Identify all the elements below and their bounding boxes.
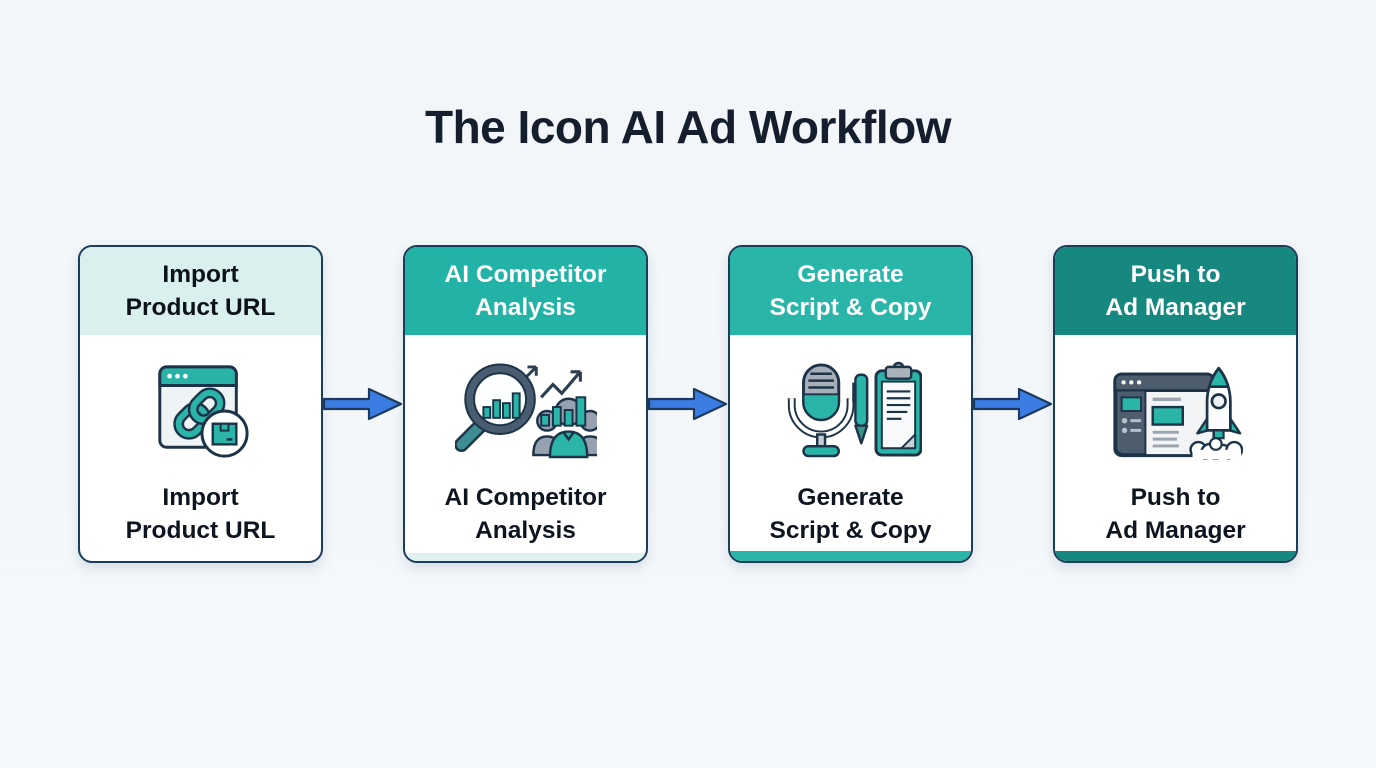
step-label: Push to Ad Manager [1105,484,1246,545]
browser-link-package-icon [157,365,249,458]
workflow-step-import-product-url: Import Product URL [78,245,323,563]
microphone-pen-clipboard-icon [787,361,922,458]
dashboard-rocket-icon [1112,366,1243,460]
flow-arrow-icon [973,384,1053,424]
flow-arrow-icon [648,384,728,424]
step-header: AI Competitor Analysis [405,247,646,335]
step-label: Generate Script & Copy [769,484,932,545]
magnifier-chart-people-icon [454,363,597,459]
workflow-row: Import Product URL [78,245,1298,563]
card-footer-strip [730,551,971,561]
card-footer-strip [405,553,646,561]
step-header: Import Product URL [80,247,321,335]
step-label: Import Product URL [125,484,276,545]
workflow-step-push-to-ad-manager: Push to Ad Manager [1053,245,1298,563]
step-label: AI Competitor Analysis [444,484,607,545]
step-header: Generate Script & Copy [730,247,971,335]
workflow-step-ai-competitor-analysis: AI Competitor Analysis [403,245,648,563]
step-header: Push to Ad Manager [1055,247,1296,335]
card-footer-strip [1055,551,1296,561]
flow-arrow-icon [323,384,403,424]
page-title: The Icon AI Ad Workflow [424,101,952,153]
workflow-step-generate-script-copy: Generate Script & Copy [728,245,973,563]
